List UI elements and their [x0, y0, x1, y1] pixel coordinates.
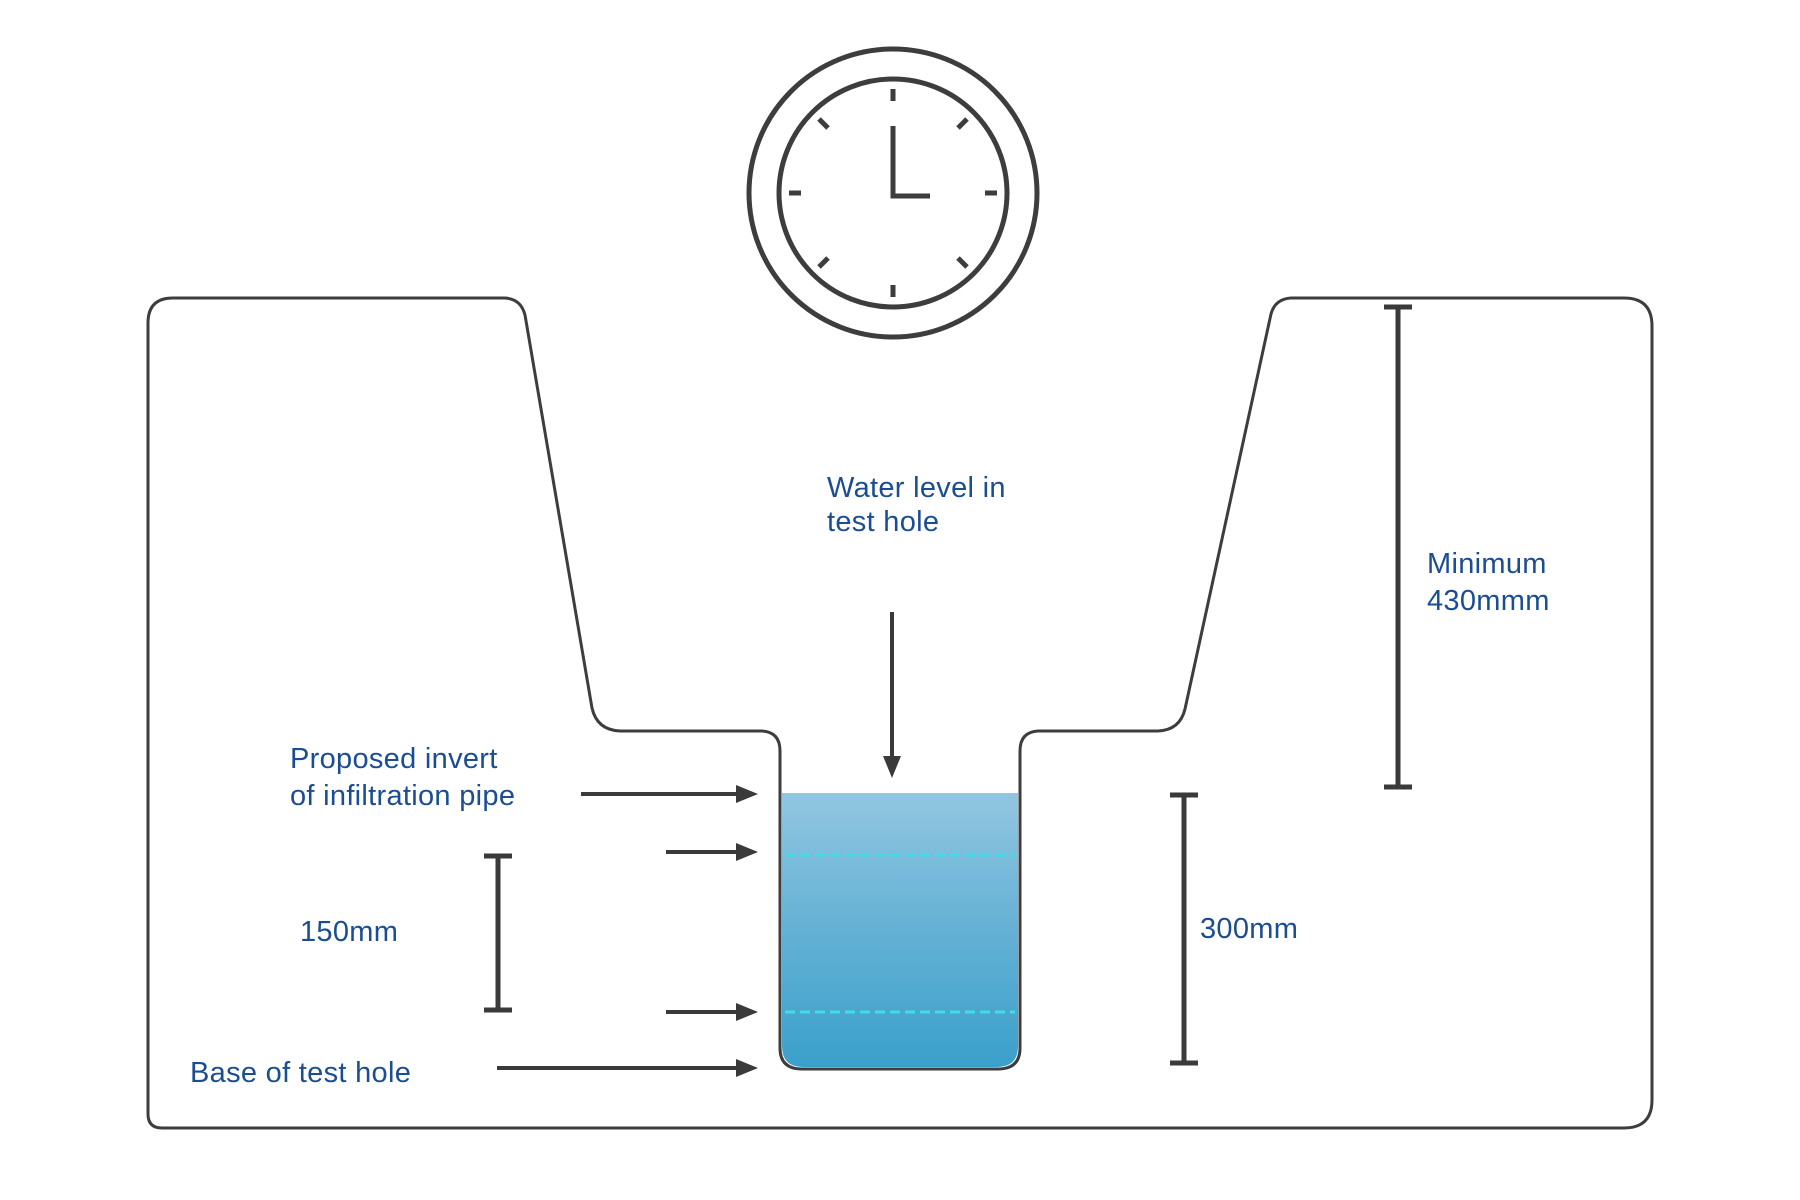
- label-proposed-invert-line1: Proposed invert: [290, 743, 498, 775]
- label-water-level-line2: test hole: [827, 506, 939, 538]
- ground-cross-section: [146, 296, 1654, 1130]
- dimension-line-430mm: [1384, 304, 1412, 790]
- arrow-upper-water-line: [666, 843, 758, 861]
- test-hole-water: [782, 793, 1018, 1067]
- clock-hands: [890, 126, 930, 199]
- arrow-base-of-test-hole: [497, 1059, 758, 1077]
- label-minimum-line1: Minimum: [1427, 548, 1547, 580]
- arrow-proposed-invert: [581, 785, 758, 803]
- clock-ticks: [789, 89, 997, 297]
- label-dimension-150mm: 150mm: [300, 916, 398, 948]
- dimension-line-150mm: [484, 853, 512, 1013]
- label-proposed-invert-line2: of infiltration pipe: [290, 780, 515, 812]
- label-base-of-test-hole: Base of test hole: [190, 1057, 411, 1089]
- arrow-water-level: [883, 612, 901, 778]
- label-dimension-300mm: 300mm: [1200, 913, 1298, 945]
- label-water-level-line1: Water level in: [827, 472, 1006, 504]
- clock-icon: [746, 46, 1040, 340]
- label-minimum-line2: 430mmm: [1427, 585, 1550, 617]
- dimension-line-300mm: [1170, 792, 1198, 1066]
- clock-outer-ring: [746, 46, 1040, 340]
- arrow-lower-water-line: [666, 1003, 758, 1021]
- clock-face: [776, 76, 1010, 310]
